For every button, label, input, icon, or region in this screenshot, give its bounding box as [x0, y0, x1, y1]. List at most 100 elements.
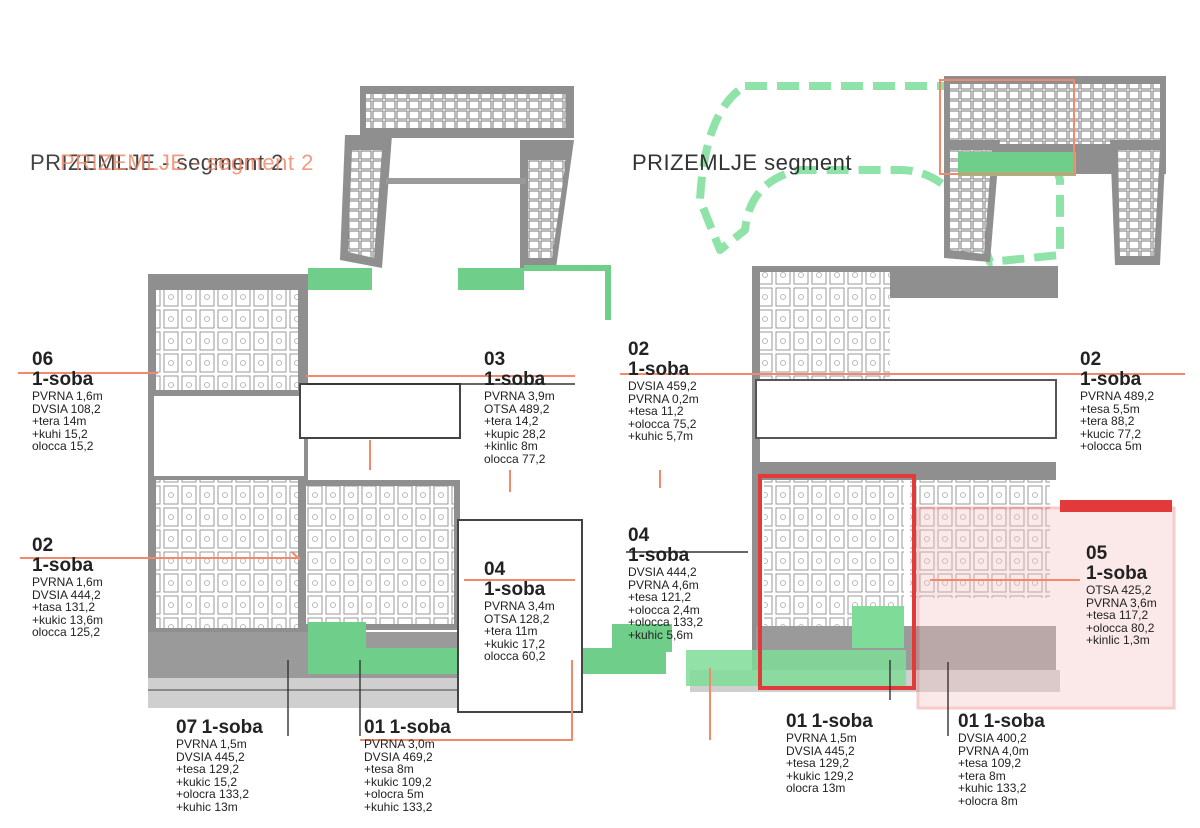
apartment-area-row: +kucic 77,2: [1080, 426, 1142, 441]
apartment-area-row: +tera 11m: [484, 624, 538, 638]
apartment-area-row: DVSIA 400,2: [958, 731, 1027, 745]
apartment-area-row: olocca 77,2: [484, 451, 546, 466]
apartment-area-row: PVRNA 489,2: [1080, 389, 1155, 403]
apartment-number: 01: [786, 711, 808, 732]
apartment-number: 04: [484, 559, 506, 580]
apartment-area-row: olocra 13m: [786, 781, 846, 795]
apartment-area-row: PVRNA 3,4m: [484, 599, 555, 613]
title-left-accent: PRIZEMLJE - segment 2: [60, 150, 314, 176]
apartment-area-row: olocca 125,2: [32, 625, 101, 639]
apartment-label-03: 03 1-soba PVRNA 3,9m OTSA 489,2 +tera 14…: [484, 350, 555, 465]
apartment-label-05: 05 1-soba OTSA 425,2 PVRNA 3,6m +tesa 11…: [1086, 544, 1157, 647]
apartment-number: 05: [1086, 543, 1108, 564]
apartment-area-row: +tesa 129,2: [786, 756, 850, 770]
apartment-area-row: DVSIA 445,2: [176, 749, 245, 764]
apartment-number: 02: [628, 339, 650, 360]
apartment-area-row: +kukic 13,6m: [32, 612, 104, 627]
apartment-number: 04: [628, 525, 650, 546]
title-left-ghost: PRIZEMLJE - segment 2: [30, 150, 284, 175]
apartment-area-row: DVSIA 469,2: [364, 749, 433, 764]
leader-lines: [18, 372, 1185, 741]
apartment-area-row: DVSIA 459,2: [628, 379, 697, 393]
apartment-area-row: +tera 14,2: [484, 414, 539, 428]
apartment-label-07: 07 1-soba PVRNA 1,5m DVSIA 445,2 +tesa 1…: [176, 718, 263, 813]
apartment-area-row: +kukic 129,2: [786, 768, 854, 783]
apartment-area-row: +olocca 80,2: [1086, 620, 1155, 635]
apartment-type: 1-soba: [484, 369, 546, 390]
apartment-area-row: PVRNA 1,6m: [32, 575, 103, 589]
apartment-area-row: olocca 15,2: [32, 439, 94, 453]
main-plan-left: [148, 265, 672, 713]
apartment-area-row: +kukic 15,2: [176, 774, 238, 789]
apartment-area-row: +kupic 28,2: [484, 426, 546, 441]
apartment-area-row: +olocca 2,4m: [628, 602, 700, 617]
title-left-prefix: PRIZEMLJE -: [60, 150, 207, 175]
apartment-area-row: OTSA 128,2: [484, 611, 550, 626]
apartment-area-row: OTSA 425,2: [1086, 583, 1152, 597]
apartment-area-row: +kuhic 133,2: [958, 781, 1027, 795]
apartment-type: 1-soba: [389, 717, 451, 738]
apartment-number: 02: [32, 535, 54, 556]
apartment-number: 01: [958, 711, 980, 732]
apartment-type: 1-soba: [1080, 369, 1142, 390]
apartment-area-row: +olocra 133,2: [176, 787, 250, 801]
apartment-label-02-right: 02 1-soba PVRNA 489,2 +tesa 5,5m +tera 8…: [1080, 350, 1154, 453]
apartment-area-row: +olocca 5m: [1080, 439, 1142, 453]
apartment-area-row: OTSA 489,2: [484, 401, 550, 416]
apartment-area-row: PVRNA 0,2m: [628, 391, 699, 406]
apartment-area-row: +tesa 11,2: [628, 404, 684, 418]
apartment-area-row: PVRNA 1,6m: [32, 389, 103, 403]
apartment-area-row: +tesa 109,2: [958, 756, 1022, 770]
apartment-area-row: +kuhic 5,6m: [628, 627, 694, 642]
apartment-area-row: PVRNA 4,0m: [958, 743, 1029, 758]
apartment-area-row: PVRNA 3,9m: [484, 389, 555, 403]
apartment-area-row: +olocra 5m: [364, 787, 424, 801]
apartment-area-row: +tasa 131,2: [32, 600, 96, 614]
apartment-area-row: DVSIA 444,2: [32, 587, 101, 602]
apartment-number: 06: [32, 349, 54, 370]
apartment-area-row: +tera 8m: [958, 768, 1006, 783]
dark-leaders: [287, 383, 949, 736]
apartment-label-02-right-top: 02 1-soba DVSIA 459,2 PVRNA 0,2m +tesa 1…: [628, 340, 699, 443]
apartment-area-row: +tesa 5,5m: [1080, 401, 1140, 416]
apartment-area-row: +kuhic 133,2: [364, 799, 433, 814]
key-plan-left: [340, 86, 574, 268]
apartment-label-04-left: 04 1-soba PVRNA 3,4m OTSA 128,2 +tera 11…: [484, 560, 555, 663]
apartment-area-row: +tesa 117,2: [1086, 608, 1149, 622]
apartment-label-06: 06 1-soba PVRNA 1,6m DVSIA 108,2 +tera 1…: [32, 350, 103, 453]
apartment-area-row: PVRNA 1,5m: [786, 731, 857, 745]
apartment-area-row: +kuhic 13m: [176, 799, 238, 814]
apartment-type: 1-soba: [32, 555, 94, 576]
apartment-area-row: +tera 88,2: [1080, 414, 1135, 428]
apartment-area-row: +tera 14m: [32, 414, 87, 428]
apartment-area-row: +olocca 75,2: [628, 416, 697, 431]
apartment-number: 01: [364, 717, 386, 738]
apartment-label-04-right: 04 1-soba DVSIA 444,2 PVRNA 4,6m +tesa 1…: [628, 526, 703, 641]
apartment-number: 07: [176, 717, 198, 738]
apartment-type: 1-soba: [1086, 563, 1148, 584]
apartment-label-01-right: 01 1-soba PVRNA 1,5m DVSIA 445,2 +tesa 1…: [786, 712, 873, 795]
apartment-area-row: olocca 60,2: [484, 649, 546, 663]
apartment-area-row: +tesa 8m: [364, 762, 414, 776]
apartment-area-row: PVRNA 3,6m: [1086, 595, 1157, 610]
apartment-area-row: +tesa 129,2: [176, 762, 240, 776]
apartment-area-row: +kuhic 5,7m: [628, 429, 694, 443]
apartment-area-row: +olocca 133,2: [628, 615, 704, 629]
apartment-label-01-left: 01 1-soba PVRNA 3,0m DVSIA 469,2 +tesa 8…: [364, 718, 451, 813]
apartment-type: 1-soba: [32, 369, 94, 390]
apartment-type: 1-soba: [628, 359, 690, 380]
apartment-area-row: +olocra 8m: [958, 793, 1018, 808]
apartment-area-row: PVRNA 3,0m: [364, 737, 435, 751]
apartment-area-row: PVRNA 1,5m: [176, 737, 247, 751]
apartment-type: 1-soba: [811, 711, 873, 732]
apartment-area-row: +kinlic 1,3m: [1086, 633, 1150, 647]
apartment-area-row: +kukic 109,2: [364, 774, 432, 789]
apartment-area-row: +kinlic 8m: [484, 439, 538, 453]
main-plan-right: [686, 266, 1176, 710]
apartment-number: 02: [1080, 349, 1102, 370]
apartment-area-row: +kuhi 15,2: [32, 426, 88, 441]
apartment-area-row: DVSIA 445,2: [786, 743, 855, 758]
apartment-area-row: DVSIA 444,2: [628, 565, 697, 579]
apartment-area-row: PVRNA 4,6m: [628, 577, 699, 592]
